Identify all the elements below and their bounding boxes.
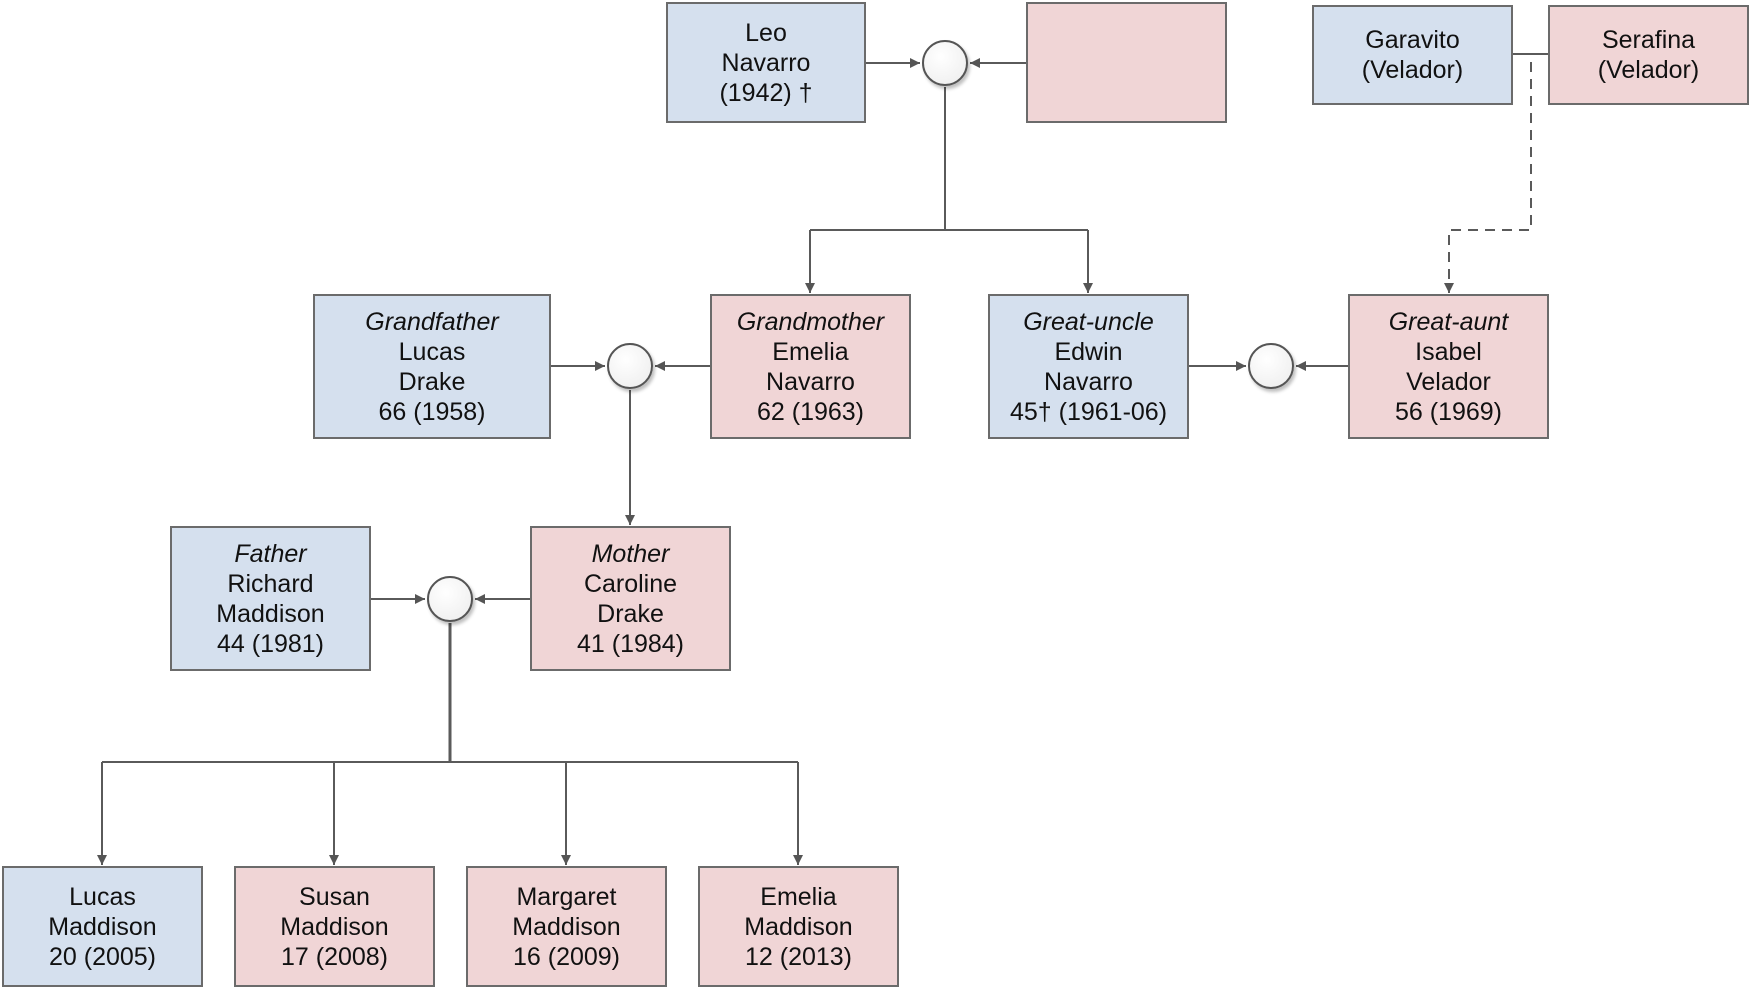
role-label: Father: [234, 539, 307, 568]
name-line: Velador: [1406, 367, 1491, 396]
person-mother[interactable]: Mother Caroline Drake 41 (1984): [530, 526, 731, 671]
name-line: Emelia: [760, 882, 837, 911]
name-line: (Velador): [1361, 56, 1464, 84]
name-line: Susan: [299, 882, 370, 911]
dates-line: 41 (1984): [576, 629, 685, 658]
role-label: Mother: [591, 539, 670, 568]
dates-line: (1942) †: [719, 78, 813, 107]
person-garavito-velador[interactable]: Garavito (Velador): [1312, 5, 1513, 105]
name-line: Drake: [597, 599, 664, 628]
name-line: Navarro: [1044, 367, 1133, 396]
name-line: Garavito: [1365, 26, 1460, 54]
role-label: Great-aunt: [1388, 307, 1509, 336]
person-great-uncle[interactable]: Great-uncle Edwin Navarro 45† (1961-06): [988, 294, 1189, 439]
dates-line: 16 (2009): [512, 942, 621, 971]
dates-line: 12 (2013): [744, 942, 853, 971]
name-line: Navarro: [721, 48, 811, 77]
person-grandfather[interactable]: Grandfather Lucas Drake 66 (1958): [313, 294, 551, 439]
person-grandmother[interactable]: Grandmother Emelia Navarro 62 (1963): [710, 294, 911, 439]
name-line: Maddison: [48, 912, 157, 941]
person-unknown-spouse[interactable]: [1026, 2, 1227, 123]
person-leo-navarro[interactable]: Leo Navarro (1942) †: [666, 2, 866, 123]
dates-line: 44 (1981): [216, 629, 325, 658]
name-line: Lucas: [398, 337, 466, 366]
name-line: Maddison: [216, 599, 325, 628]
name-line: Margaret: [516, 882, 617, 911]
person-child-margaret[interactable]: Margaret Maddison 16 (2009): [466, 866, 667, 987]
dates-line: 56 (1969): [1394, 397, 1503, 426]
name-line: Maddison: [280, 912, 389, 941]
dates-line: 66 (1958): [378, 397, 486, 426]
dates-line: 45† (1961-06): [1009, 397, 1168, 426]
role-label: Grandfather: [365, 307, 499, 336]
name-line: Lucas: [69, 882, 136, 911]
name-line: Richard: [227, 569, 314, 598]
name-line: Maddison: [512, 912, 621, 941]
person-great-aunt[interactable]: Great-aunt Isabel Velador 56 (1969): [1348, 294, 1549, 439]
name-line: Navarro: [766, 367, 855, 396]
person-child-susan[interactable]: Susan Maddison 17 (2008): [234, 866, 435, 987]
person-serafina-velador[interactable]: Serafina (Velador): [1548, 5, 1749, 105]
person-child-emelia[interactable]: Emelia Maddison 12 (2013): [698, 866, 899, 987]
role-label: Great-uncle: [1023, 307, 1154, 336]
edge-velador-to-great-aunt: [1444, 62, 1532, 293]
union-node-maddison[interactable]: [427, 576, 473, 622]
person-father[interactable]: Father Richard Maddison 44 (1981): [170, 526, 371, 671]
name-line: Serafina: [1601, 26, 1696, 54]
dates-line: 20 (2005): [48, 942, 157, 971]
union-node-leo[interactable]: [922, 40, 968, 86]
name-line: Drake: [398, 367, 466, 396]
name-line: (Velador): [1597, 56, 1700, 84]
role-label: Grandmother: [736, 307, 885, 336]
name-line: Caroline: [583, 569, 678, 598]
dates-line: 17 (2008): [280, 942, 389, 971]
union-node-drake[interactable]: [607, 343, 653, 389]
dates-line: 62 (1963): [756, 397, 865, 426]
name-line: Leo: [745, 18, 787, 47]
name-line: Edwin: [1054, 337, 1123, 366]
name-line: Emelia: [772, 337, 849, 366]
union-node-edwin[interactable]: [1248, 343, 1294, 389]
name-line: Maddison: [744, 912, 853, 941]
name-line: Isabel: [1415, 337, 1482, 366]
person-child-lucas[interactable]: Lucas Maddison 20 (2005): [2, 866, 203, 987]
